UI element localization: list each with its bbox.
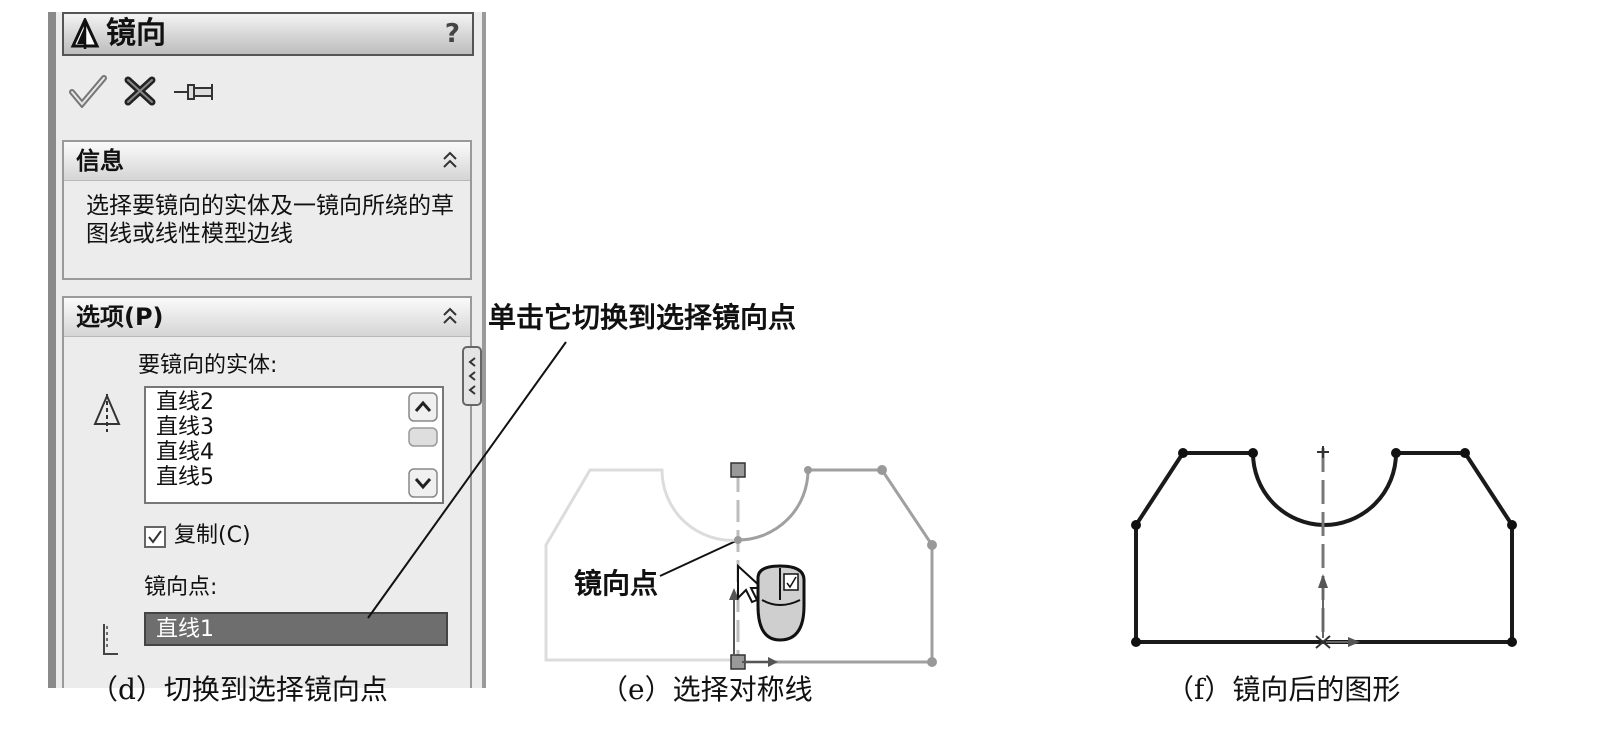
- info-group: 信息 选择要镜向的实体及一镜向所绕的草图线或线性模型边线: [62, 140, 472, 280]
- sketch-point: [1460, 448, 1470, 458]
- line-endpoint-handle: [730, 462, 746, 478]
- close-icon[interactable]: [122, 74, 158, 108]
- list-item[interactable]: 直线2: [156, 390, 214, 415]
- sketch-point: [1507, 637, 1517, 647]
- sketch-original-profile: [544, 468, 739, 662]
- sketch-point: [1131, 637, 1141, 647]
- info-group-title: 信息: [76, 147, 124, 175]
- mirror-property-panel: 镜向 ? 信息 选择要镜向的实体及一镜向所绕的草图线或线性模型边线 选项(P): [48, 12, 486, 688]
- pushpin-icon[interactable]: [172, 74, 218, 108]
- mirror-point-label: 镜向点:: [144, 575, 218, 600]
- mirror-point-leader: [659, 539, 739, 577]
- mirror-point-callout-text: 镜向点: [574, 567, 659, 600]
- caption-d: （d）切换到选择镜向点: [90, 673, 388, 706]
- checkmark-icon: [148, 530, 162, 544]
- sketch-point: [804, 466, 812, 474]
- list-item[interactable]: 直线5: [156, 465, 214, 490]
- sketch-point: [1507, 520, 1517, 530]
- caption-f: （f）镜向后的图形: [1166, 673, 1401, 706]
- panel-flyout-handle[interactable]: [462, 346, 484, 406]
- mirror-icon: [70, 18, 100, 49]
- collapse-up-icon[interactable]: [440, 148, 460, 172]
- switch-callout-leader: [367, 341, 567, 619]
- sketch-point: [734, 536, 742, 544]
- mirror-entities-icon: [93, 393, 121, 432]
- mouse-cursor-icon: [737, 563, 806, 642]
- list-scrollbar[interactable]: [408, 392, 438, 498]
- sketch-point: [927, 540, 937, 550]
- info-group-header[interactable]: 信息: [64, 142, 470, 181]
- sketch-select-symmetry: [544, 462, 937, 670]
- sketch-point: [1131, 520, 1141, 530]
- entities-to-mirror-label: 要镜向的实体:: [138, 353, 278, 378]
- entities-list[interactable]: 直线2 直线3 直线4 直线5: [144, 386, 444, 504]
- copy-checkbox-label[interactable]: 复制(C): [174, 523, 251, 548]
- options-group: 选项(P) 要镜向的实体: 直线2 直线3 直线4 直线5: [62, 296, 472, 688]
- options-group-header[interactable]: 选项(P): [64, 298, 470, 337]
- mirror-point-icon: [103, 624, 118, 655]
- caption-e: （e）选择对称线: [600, 673, 813, 706]
- switch-callout-text: 单击它切换到选择镜向点: [488, 301, 797, 334]
- check-icon[interactable]: [68, 74, 108, 108]
- sketch-point: [1178, 448, 1188, 458]
- sketch-point: [1248, 448, 1258, 458]
- collapse-up-icon[interactable]: [440, 304, 460, 328]
- help-button[interactable]: ?: [444, 19, 460, 49]
- sketch-point: [877, 465, 887, 475]
- panel-title-bar: 镜向 ?: [62, 12, 474, 56]
- panel-title: 镜向: [106, 16, 166, 51]
- sketch-point: [927, 657, 937, 667]
- sketch-mirrored-profile: [737, 468, 934, 664]
- info-message: 选择要镜向的实体及一镜向所绕的草图线或线性模型边线: [86, 193, 454, 247]
- copy-checkbox[interactable]: [144, 526, 166, 548]
- sketch-point: [1391, 448, 1401, 458]
- mirror-point-value: 直线1: [156, 617, 214, 642]
- list-item[interactable]: 直线3: [156, 415, 214, 440]
- sketch-mirrored-result: [1131, 446, 1517, 649]
- list-item[interactable]: 直线4: [156, 440, 214, 465]
- mirror-point-field[interactable]: 直线1: [144, 612, 448, 646]
- options-group-title: 选项(P): [76, 303, 164, 331]
